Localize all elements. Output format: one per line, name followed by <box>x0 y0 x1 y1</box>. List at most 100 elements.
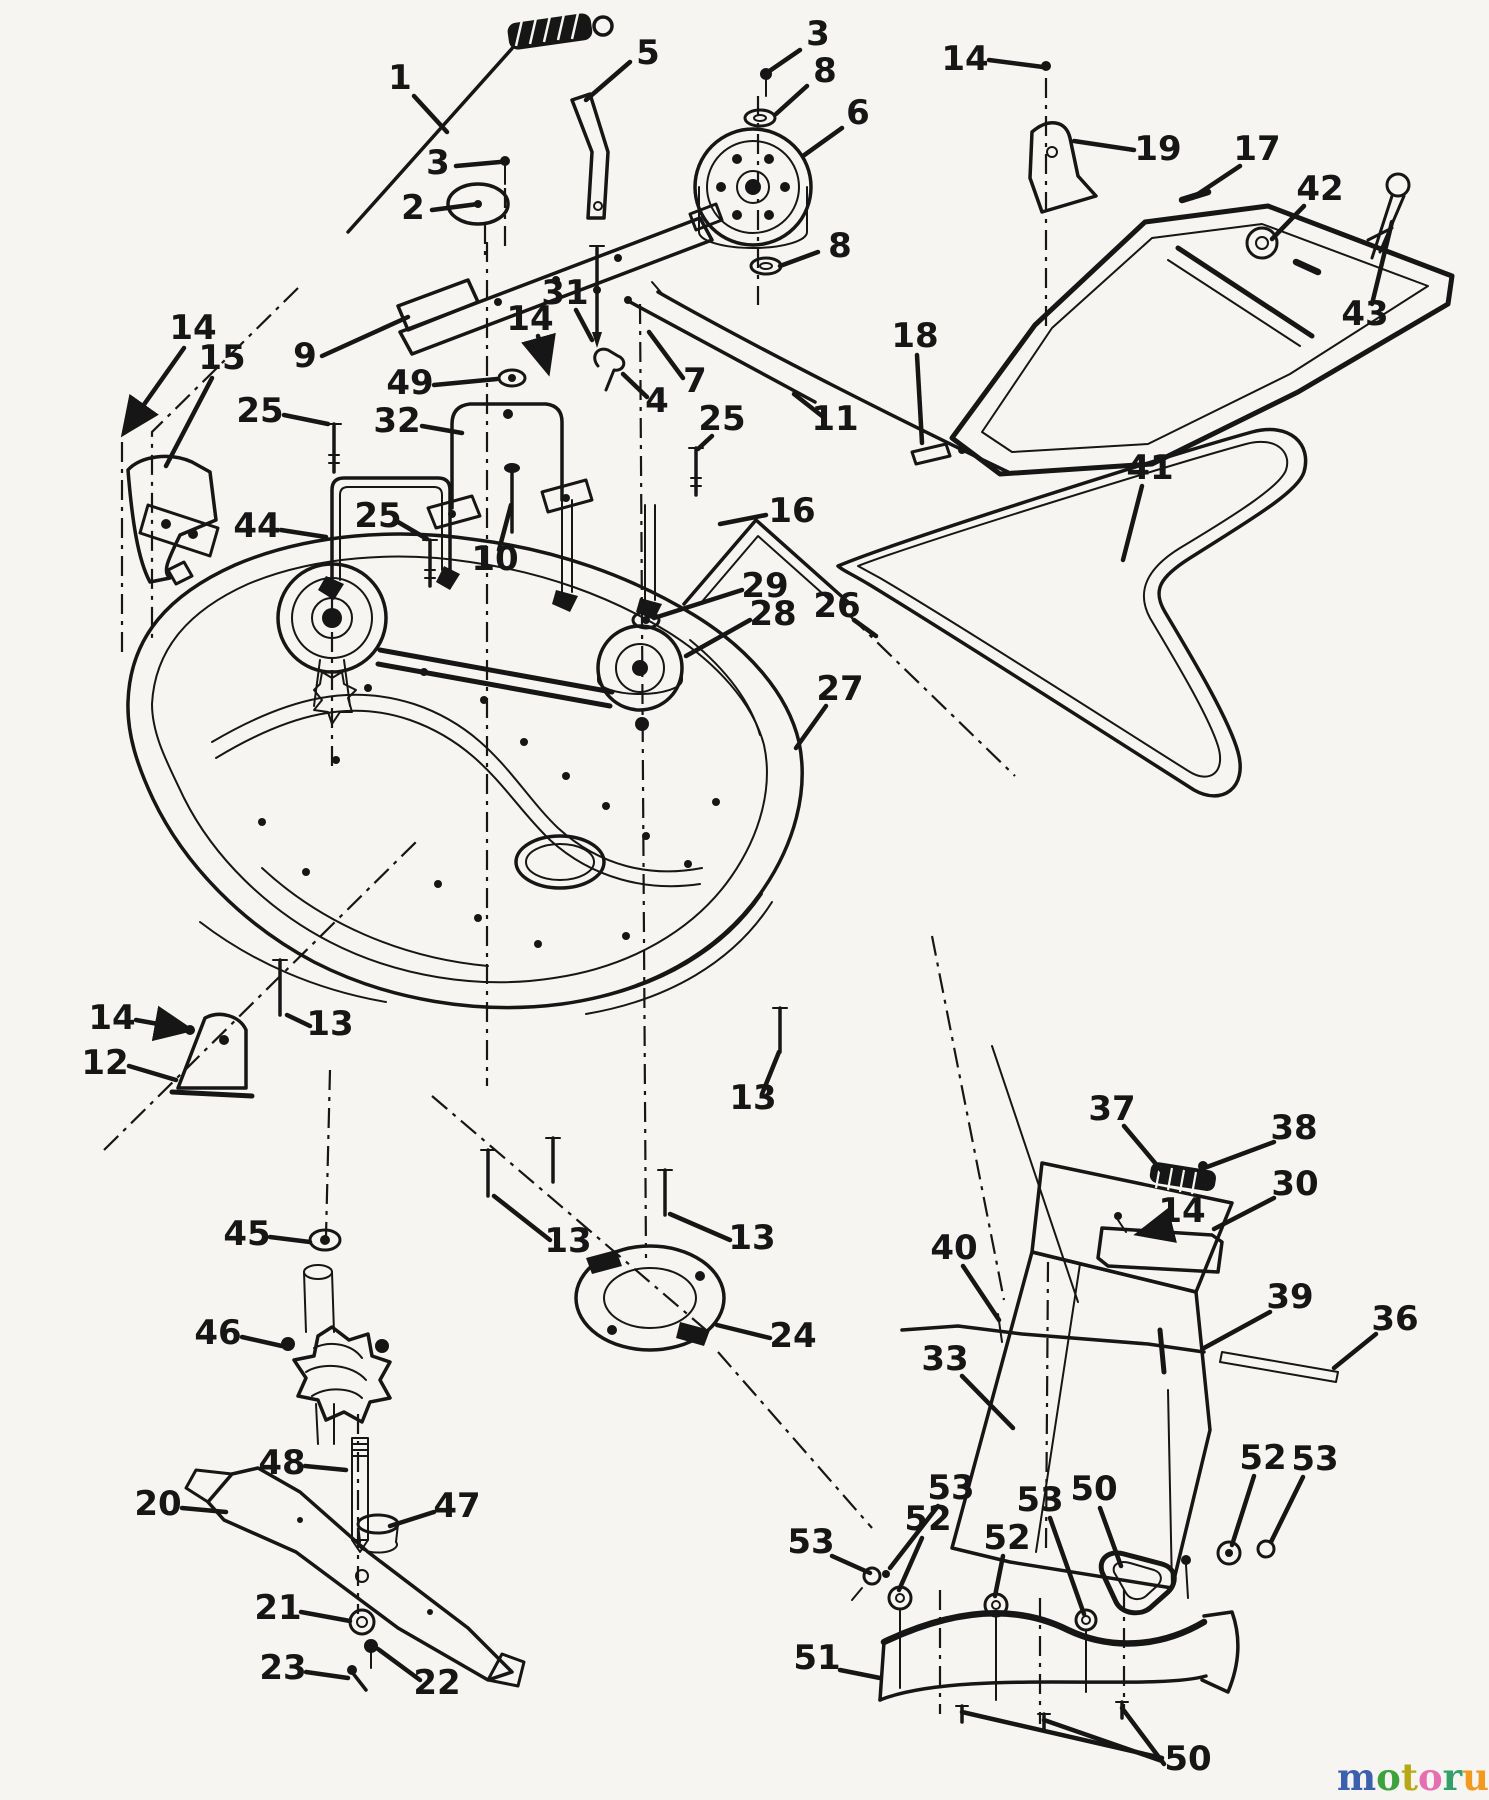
bolt-22 <box>364 1639 378 1669</box>
bolt-25-right <box>688 446 704 497</box>
left-brackets <box>126 454 788 1217</box>
part-label-p32: 32 <box>373 401 420 441</box>
leader-line-p19 <box>1071 138 1137 153</box>
screw-23 <box>347 1665 368 1692</box>
belt-run-on-deck <box>377 647 615 695</box>
stack-pulley-28 <box>596 610 684 731</box>
part-label-p11: 11 <box>811 399 858 439</box>
leader-line-p38 <box>1204 1139 1277 1170</box>
part-label-p52b: 52 <box>983 1518 1030 1558</box>
part-label-p52c: 52 <box>1239 1438 1286 1478</box>
part-label-p30: 30 <box>1271 1164 1318 1204</box>
leader-line-p10 <box>496 502 514 553</box>
leader-line-p50a <box>1097 1505 1124 1569</box>
rod-39 <box>900 1324 1206 1354</box>
part-label-p27: 27 <box>816 669 863 709</box>
part-label-p18: 18 <box>891 316 938 356</box>
part-label-p20: 20 <box>134 1484 181 1524</box>
leader-line-p25b <box>395 519 430 542</box>
part-label-p14d: 14 <box>88 998 135 1038</box>
spring <box>507 13 593 50</box>
lift-plate-9 <box>398 216 714 356</box>
clip-pin-43 <box>1385 172 1411 198</box>
leader-line-p4 <box>620 371 650 400</box>
lift-rod <box>346 42 518 234</box>
bolt-25-left <box>326 422 342 474</box>
bracket-12 <box>169 1012 255 1099</box>
part-label-p4: 4 <box>645 381 669 421</box>
leader-line-p36 <box>1331 1331 1379 1371</box>
part-label-p16: 16 <box>768 491 815 531</box>
deck-center-hole <box>514 834 606 890</box>
idler-lever <box>570 92 610 220</box>
leader-line-p33 <box>959 1373 1016 1431</box>
leader-line-p23 <box>303 1669 351 1681</box>
leader-line-p29 <box>651 587 745 621</box>
deflector-51 <box>878 1610 1240 1702</box>
part-label-p51: 51 <box>793 1638 840 1678</box>
leader-line-p28 <box>683 617 753 659</box>
part-label-p36: 36 <box>1371 1299 1418 1339</box>
part-label-p47: 47 <box>433 1486 480 1526</box>
leader-line-p13a <box>284 1012 313 1029</box>
leader-line-p37 <box>1121 1123 1169 1179</box>
leader-line-p32 <box>419 423 465 436</box>
deck-bolts-13 <box>272 958 788 1217</box>
part-label-p3-2: 3 <box>806 14 830 54</box>
part-label-p50a: 50 <box>1070 1469 1117 1509</box>
part-label-p45: 45 <box>223 1214 270 1254</box>
part-label-p25b: 25 <box>354 496 401 536</box>
leader-line-p48 <box>302 1463 349 1473</box>
spring-hook-eye <box>592 15 614 37</box>
lift-lever-assembly <box>346 12 724 356</box>
part-label-p53b: 53 <box>927 1468 974 1508</box>
part-label-p53d: 53 <box>1291 1439 1338 1479</box>
leader-line-p12 <box>126 1063 179 1083</box>
square-bail-44 <box>330 476 452 582</box>
leader-line-p25a <box>281 412 331 427</box>
bracket-32 <box>450 402 564 510</box>
part-label-p25a: 25 <box>236 391 283 431</box>
mandrel-and-blade <box>184 1228 526 1692</box>
part-label-p6: 6 <box>846 93 870 133</box>
leader-line-p15 <box>163 375 215 469</box>
spindle-assembly <box>276 562 388 725</box>
leader-line-p47 <box>387 1509 437 1529</box>
part-label-p28: 28 <box>749 594 796 634</box>
deck-outer-edge <box>126 532 804 1010</box>
bracket-15 <box>126 454 218 584</box>
leader-line-p14a <box>120 345 187 438</box>
deck-holes <box>258 668 720 948</box>
part-label-p29: 29 <box>741 566 788 606</box>
leader-line-p18 <box>914 352 925 446</box>
leader-line-p25c <box>695 433 715 452</box>
leader-line-p50b <box>1041 1717 1165 1764</box>
part-label-p43: 43 <box>1341 294 1388 334</box>
part-label-p14b: 14 <box>506 299 553 339</box>
leader-line-p51 <box>837 1667 883 1681</box>
leader-line-p13d <box>667 1211 733 1243</box>
part-label-p9: 9 <box>293 336 317 376</box>
part-label-p31: 31 <box>541 273 588 313</box>
part-label-p49: 49 <box>386 363 433 403</box>
leader-line-p26 <box>851 617 879 639</box>
mandrel-housing-46 <box>281 1264 392 1445</box>
leader-line-p7 <box>646 329 686 381</box>
leader-line-p20 <box>179 1505 229 1515</box>
part-label-p13d: 13 <box>728 1218 775 1258</box>
leader-line-p13c <box>491 1193 553 1243</box>
washer-8-top <box>743 108 777 128</box>
pin-14e <box>1114 1212 1122 1220</box>
bracket-15-foot <box>166 560 194 586</box>
leader-line-p9 <box>319 314 411 359</box>
leader-line-p3-2 <box>765 47 803 75</box>
rod-7 <box>628 300 817 404</box>
part-label-p39: 39 <box>1266 1277 1313 1317</box>
leader-line-p22 <box>375 1646 423 1683</box>
washer-8-bottom <box>749 256 783 276</box>
disc-washer-2 <box>446 182 510 226</box>
leader-line-p53a <box>829 1553 873 1576</box>
leader-line-p8a <box>773 83 810 117</box>
leader-line-p52b <box>992 1553 1006 1599</box>
